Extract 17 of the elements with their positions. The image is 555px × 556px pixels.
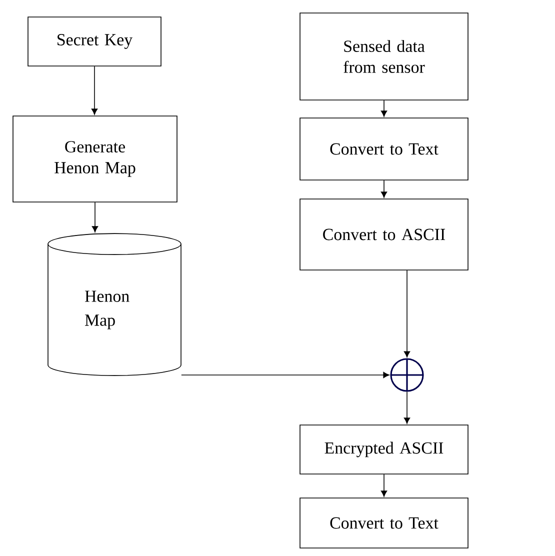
arrow	[404, 391, 410, 424]
process-box: Convert to Text	[300, 498, 468, 548]
process-box: Sensed data from sensor	[300, 12, 468, 100]
process-box: Secret Key	[28, 16, 162, 66]
process-box: Convert to Text	[300, 118, 468, 180]
arrow	[380, 474, 388, 497]
xor-symbol	[390, 358, 424, 392]
arrow	[91, 66, 98, 115]
process-box: Convert to ASCII	[300, 198, 468, 270]
process-box: Encrypted ASCII	[300, 424, 468, 474]
storage-cylinder: Henon Map	[48, 233, 182, 376]
arrow	[181, 372, 390, 378]
arrow	[404, 270, 410, 358]
arrow	[380, 180, 388, 198]
arrow	[380, 100, 388, 117]
arrow	[92, 202, 98, 232]
process-box: Generate Henon Map	[12, 116, 178, 202]
